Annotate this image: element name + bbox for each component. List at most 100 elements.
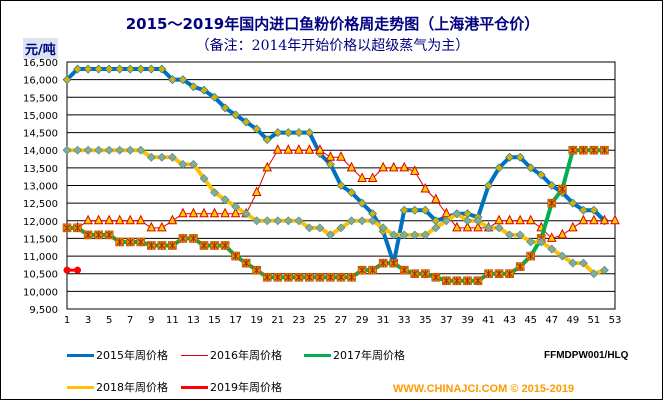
y-tick-label: 12,000 <box>23 217 58 228</box>
data-point-mark <box>274 273 282 282</box>
x-tick-label: 27 <box>335 315 348 326</box>
data-point <box>94 64 104 74</box>
data-point <box>346 161 357 172</box>
data-point <box>167 75 177 85</box>
y-axis-label: 元/吨 <box>23 38 58 59</box>
legend-swatch-2017 <box>304 353 331 357</box>
data-point-mark <box>485 269 492 278</box>
data-point <box>294 216 304 226</box>
data-point <box>547 181 557 190</box>
data-point <box>104 145 114 155</box>
data-point <box>74 266 82 274</box>
data-point <box>462 221 473 232</box>
data-point <box>568 221 578 232</box>
data-point-mark <box>221 241 229 250</box>
y-tick-label: 13,000 <box>23 182 58 193</box>
legend-label: 2016年周价格 <box>210 349 282 362</box>
data-point <box>199 174 209 183</box>
x-tick-label: 49 <box>566 315 579 326</box>
data-point <box>420 230 430 240</box>
data-point <box>494 223 504 233</box>
data-point <box>178 75 188 85</box>
data-point <box>399 161 410 172</box>
data-point <box>315 144 325 154</box>
data-point-mark <box>348 273 355 282</box>
data-point <box>589 214 599 225</box>
data-point <box>315 223 325 233</box>
y-tick-label: 11,000 <box>23 252 58 263</box>
data-point <box>473 216 483 226</box>
data-point <box>230 207 241 218</box>
y-tick-label: 15,500 <box>23 93 58 104</box>
data-point-mark <box>242 259 250 268</box>
legend-item-2017: 2017年周价格 <box>304 347 405 363</box>
data-point-mark <box>453 276 461 285</box>
data-point <box>262 161 273 172</box>
data-point <box>294 128 304 137</box>
data-point-mark <box>211 241 218 250</box>
y-tick-label: 9,500 <box>29 305 58 316</box>
data-point <box>389 230 399 240</box>
legend-item-2018: 2018年周价格 <box>67 379 168 395</box>
data-point <box>525 214 536 225</box>
legend-label: 2015年周价格 <box>96 349 168 362</box>
data-point-mark <box>548 199 556 208</box>
data-point <box>557 228 568 239</box>
data-point-mark <box>169 241 176 250</box>
data-point <box>104 64 114 74</box>
data-point <box>272 144 283 154</box>
data-point-mark <box>190 234 197 243</box>
y-tick-label: 13,500 <box>23 164 58 175</box>
data-point <box>526 237 536 247</box>
data-point <box>452 221 462 232</box>
data-point <box>146 64 156 74</box>
data-point <box>63 266 71 274</box>
data-point <box>209 207 220 218</box>
data-point <box>210 92 219 102</box>
data-point <box>368 216 378 226</box>
x-tick-label: 39 <box>461 315 474 326</box>
data-point <box>220 195 230 205</box>
data-point <box>304 223 314 233</box>
data-point <box>452 209 462 219</box>
x-tick-label: 17 <box>229 315 242 326</box>
data-point <box>304 128 314 137</box>
data-point-mark <box>284 273 292 282</box>
x-tick-label: 23 <box>292 315 305 326</box>
data-point-mark <box>232 252 239 261</box>
data-point <box>378 223 388 233</box>
data-point-mark <box>105 230 113 239</box>
data-point <box>336 181 346 190</box>
data-point-mark <box>306 273 313 282</box>
data-point-mark <box>158 241 166 250</box>
x-tick-label: 3 <box>85 315 91 326</box>
series-line-2017年周价格 <box>67 148 605 283</box>
data-point <box>146 152 156 162</box>
data-point-mark <box>95 230 102 239</box>
data-point <box>189 82 198 92</box>
data-point <box>568 198 578 208</box>
data-point <box>388 161 399 172</box>
data-point <box>399 205 409 215</box>
data-point <box>273 128 283 137</box>
plot-frame <box>66 61 616 310</box>
data-point <box>420 205 430 215</box>
data-point <box>188 207 199 218</box>
x-tick-label: 53 <box>609 315 622 326</box>
series-code: FFMDPW001/HLQ <box>544 350 629 361</box>
data-point <box>104 214 114 225</box>
series-line-2015年周价格 <box>65 67 606 266</box>
data-point-mark <box>527 252 535 261</box>
data-point <box>262 216 272 226</box>
data-point <box>357 198 367 208</box>
data-point <box>178 159 188 169</box>
data-point <box>431 223 441 233</box>
data-point <box>73 145 82 155</box>
data-point <box>294 144 304 154</box>
data-point-mark <box>421 269 429 278</box>
data-point <box>578 214 589 225</box>
data-point <box>494 214 504 225</box>
data-point <box>231 110 241 120</box>
data-point <box>136 145 146 155</box>
